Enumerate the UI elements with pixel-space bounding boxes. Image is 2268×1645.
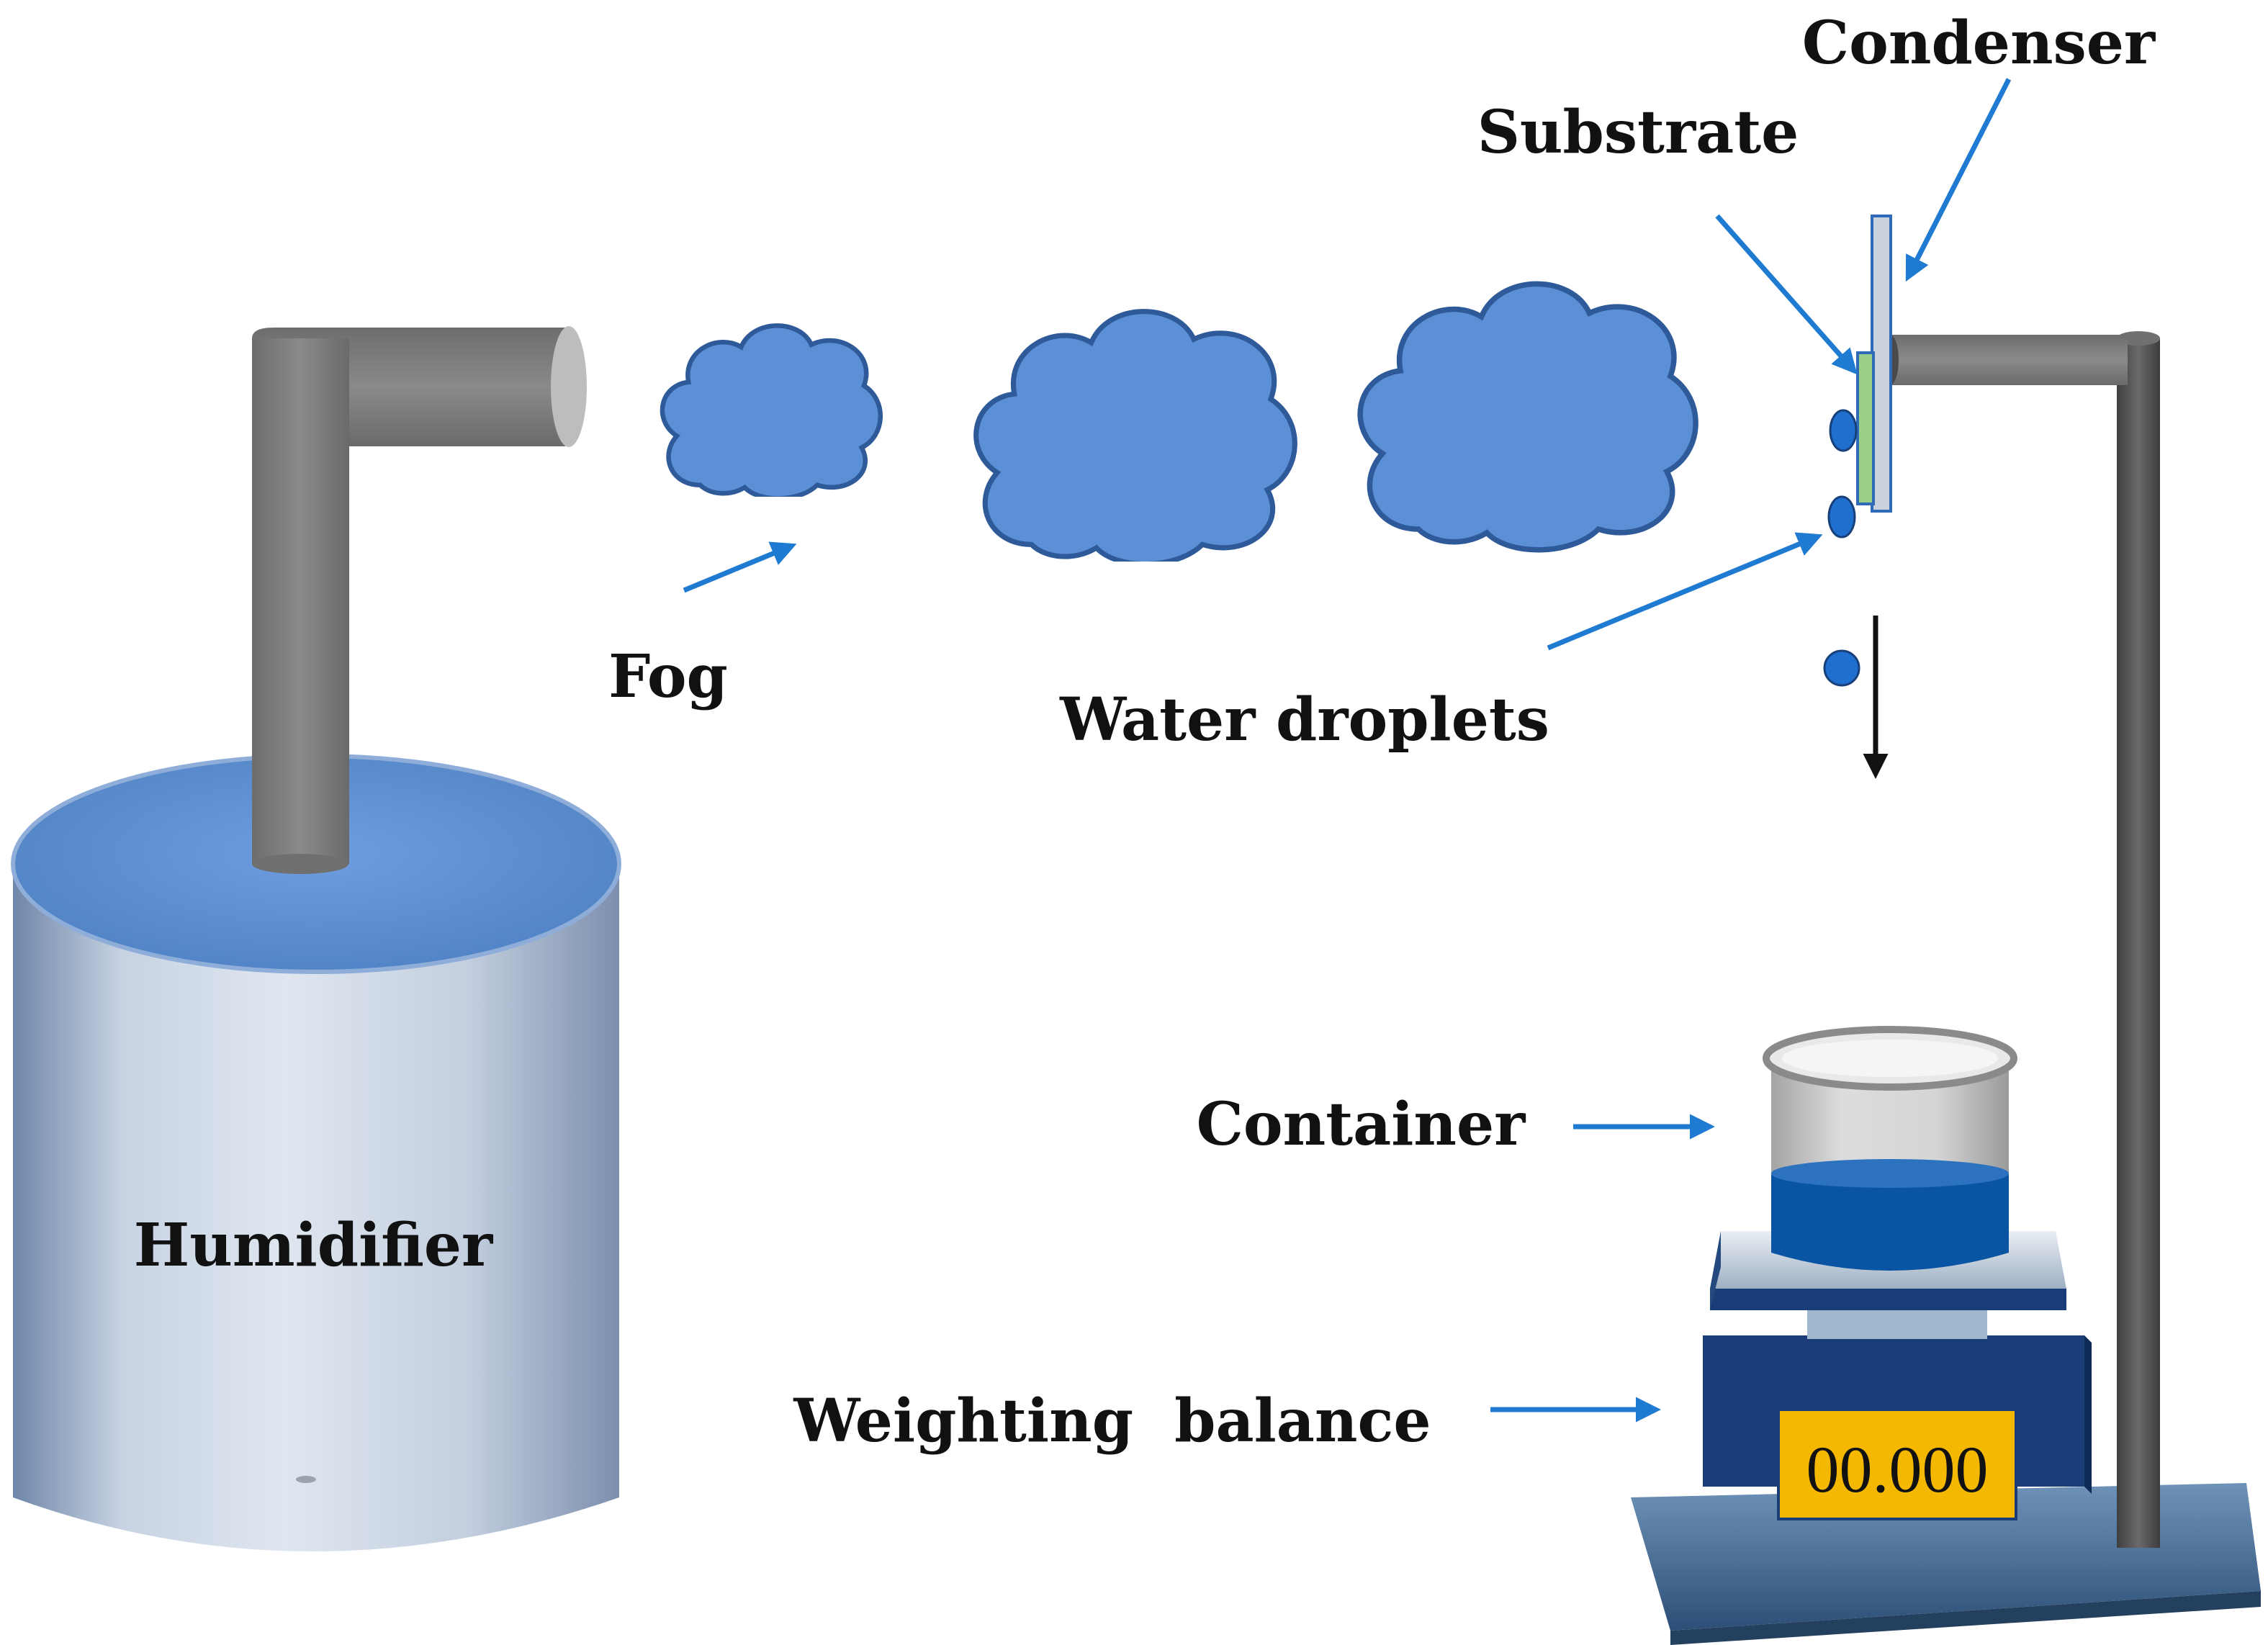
container-label: Container — [1197, 1090, 1527, 1159]
stand-arm — [1890, 335, 2128, 385]
fog-label: Fog — [608, 642, 728, 711]
substrate-arrow — [1715, 214, 1858, 375]
container-water — [1771, 1163, 2009, 1271]
substrate-label: Substrate — [1477, 98, 1799, 167]
humidifier-label: Humidifier — [134, 1211, 494, 1280]
weighting-balance: 00.000 — [1703, 1231, 2092, 1520]
balance-display — [1777, 1408, 2017, 1520]
condenser-label: Condenser — [1802, 9, 2156, 78]
water-droplet — [1827, 495, 1856, 538]
water-droplet — [1823, 649, 1860, 687]
weighting-balance-label: Weighting balance — [793, 1387, 1431, 1456]
water-droplets-arrow — [1547, 532, 1823, 651]
fog-cloud-1 — [662, 325, 881, 498]
fog-cloud-2 — [976, 312, 1295, 564]
water-droplet — [1829, 409, 1858, 452]
fog-cloud-3 — [1360, 284, 1696, 549]
humidifier: Humidifier — [11, 754, 621, 1551]
stand-rod — [2117, 338, 2160, 1548]
fog-arrow — [683, 541, 797, 593]
condenser-arrow — [1905, 78, 2012, 282]
container-beaker — [1763, 1026, 2017, 1271]
substrate-plate — [1856, 351, 1875, 505]
humidifier-body — [13, 864, 619, 1551]
outlet-pipe — [252, 326, 587, 874]
water-droplets-label: Water droplets — [1059, 685, 1549, 754]
balance-display-value: 00.000 — [1806, 1433, 1989, 1506]
